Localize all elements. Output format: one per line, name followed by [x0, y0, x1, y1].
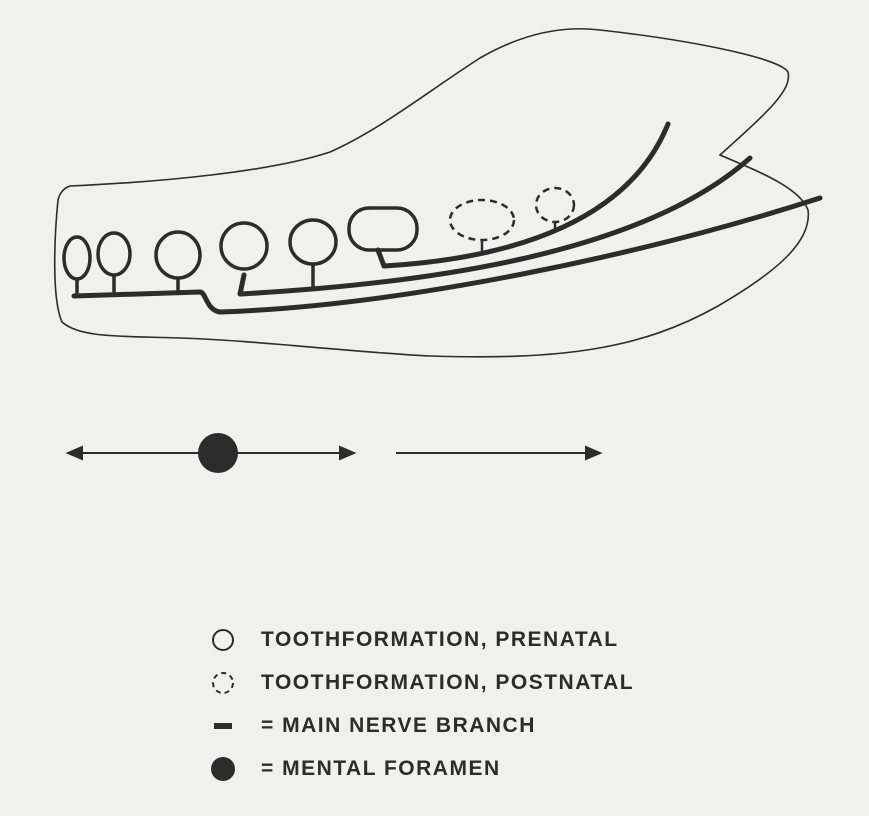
tooth-prenatal	[156, 232, 200, 292]
bar-icon	[205, 708, 241, 744]
nerve-branch-middle	[240, 158, 750, 294]
nerve-branch-upper	[378, 124, 668, 266]
nerve-branch-lower	[74, 198, 820, 312]
tooth-prenatal	[290, 220, 336, 288]
tooth-prenatal	[221, 223, 267, 269]
legend-label: TOOTHFORMATION, PRENATAL	[261, 628, 619, 652]
circle-solid-outline-icon	[205, 622, 241, 658]
tooth-prenatal	[98, 233, 130, 294]
tooth-prenatal	[349, 208, 417, 250]
mental-foramen-dot	[198, 433, 238, 473]
arrowhead-right	[586, 447, 600, 459]
arrowhead-left	[68, 447, 82, 459]
tooth-postnatal	[450, 200, 514, 240]
legend: TOOTHFORMATION, PRENATAL TOOTHFORMATION,…	[205, 618, 825, 790]
legend-label: = MAIN NERVE BRANCH	[261, 714, 536, 738]
legend-label: = MENTAL FORAMEN	[261, 757, 501, 781]
circle-dashed-outline-icon	[205, 665, 241, 701]
legend-item-nerve: = MAIN NERVE BRANCH	[205, 704, 825, 747]
arrowhead-right	[340, 447, 354, 459]
tooth-prenatal	[64, 237, 90, 296]
tooth-postnatal	[536, 188, 574, 222]
legend-item-foramen: = MENTAL FORAMEN	[205, 747, 825, 790]
position-arrows	[68, 447, 600, 459]
legend-label: TOOTHFORMATION, POSTNATAL	[261, 671, 634, 695]
nerve-branches	[74, 124, 820, 312]
mandible-outline	[55, 29, 809, 357]
legend-item-postnatal: TOOTHFORMATION, POSTNATAL	[205, 661, 825, 704]
filled-dot-icon	[205, 751, 241, 787]
legend-item-prenatal: TOOTHFORMATION, PRENATAL	[205, 618, 825, 661]
